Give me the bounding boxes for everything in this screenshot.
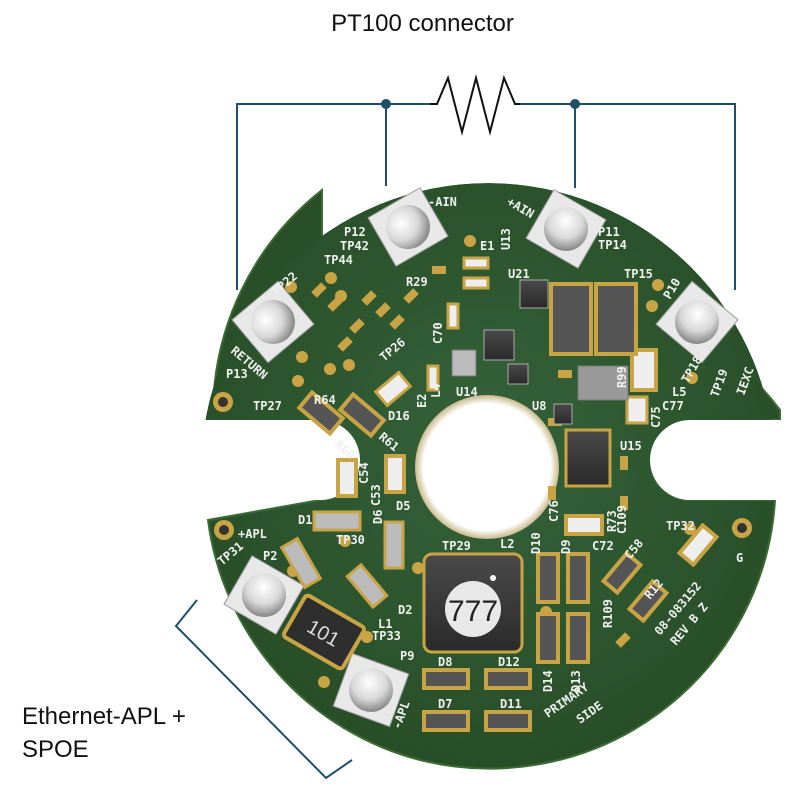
integrated-circuits <box>422 279 638 732</box>
label-d2: D2 <box>398 603 412 617</box>
mounting-holes <box>213 392 752 540</box>
left-notch <box>200 420 360 500</box>
label-c77: C77 <box>662 399 684 413</box>
label-d7: D7 <box>438 697 452 711</box>
label-e1: E1 <box>480 239 494 253</box>
label-l1: L1 <box>378 617 392 631</box>
label-d16: D16 <box>388 409 410 423</box>
label-l5: L5 <box>672 385 686 399</box>
label-u8: U8 <box>532 399 546 413</box>
label-d14: D14 <box>541 670 555 692</box>
label-g: G <box>736 551 743 565</box>
label-r99: R99 <box>615 366 629 388</box>
label-p11: P11 <box>598 225 620 239</box>
label-r64: R64 <box>314 393 336 407</box>
label-c53: C53 <box>369 484 383 506</box>
label-tp27: TP27 <box>253 399 282 413</box>
label-ain-minus: -AIN <box>428 195 457 209</box>
label-d10: D10 <box>529 532 543 554</box>
ethernet-apl-caption-line2: SPOE <box>22 736 89 763</box>
label-c109: C109 <box>615 505 629 534</box>
passive-components <box>279 256 720 648</box>
label-tp32: TP32 <box>666 519 695 533</box>
inductor-marking: 777 <box>448 595 498 628</box>
inductor-l1: 101 <box>282 593 366 671</box>
label-e2: E2 <box>415 394 429 408</box>
label-r29: R29 <box>406 275 428 289</box>
wire-iexc <box>520 103 736 290</box>
ethernet-apl-bracket <box>174 599 353 780</box>
label-u15: U15 <box>620 439 642 453</box>
label-tp14: TP14 <box>598 238 627 252</box>
label-p2: P2 <box>263 549 277 563</box>
pt100-wiring <box>236 74 736 290</box>
label-l2: L2 <box>500 537 514 551</box>
right-notch <box>650 420 797 500</box>
label-tp33: TP33 <box>372 629 401 643</box>
label-r73: R73 <box>605 510 619 532</box>
pt100-connector-caption: PT100 connector <box>331 10 514 37</box>
label-d11: D11 <box>500 697 522 711</box>
label-c76: C76 <box>547 500 561 522</box>
label-u21: U21 <box>508 267 530 281</box>
label-u14: U14 <box>456 385 478 399</box>
screw-terminals <box>223 187 739 728</box>
label-d9: D9 <box>559 540 573 554</box>
pt100-resistor-symbol <box>430 74 520 136</box>
label-c75: C75 <box>649 406 663 428</box>
label-d5: D5 <box>396 499 410 513</box>
ethernet-apl-caption-line1: Ethernet-APL + <box>22 703 186 730</box>
label-tp29: TP29 <box>442 539 471 553</box>
center-hole <box>415 395 559 539</box>
label-tp15: TP15 <box>624 267 653 281</box>
label-d12: D12 <box>498 655 520 669</box>
wire-junction-left <box>381 99 391 109</box>
wire-return <box>236 103 430 290</box>
label-p9: P9 <box>400 649 414 663</box>
label-d6: D6 <box>371 510 385 524</box>
label-c54: C54 <box>357 462 371 484</box>
label-apl-plus: +APL <box>238 527 267 541</box>
label-tp44: TP44 <box>324 253 353 267</box>
label-r109: R109 <box>601 599 615 628</box>
label-tp42: TP42 <box>340 239 369 253</box>
label-p12: P12 <box>344 225 366 239</box>
label-p13: P13 <box>226 367 248 381</box>
label-d8: D8 <box>438 655 452 669</box>
label-u13: U13 <box>499 228 513 250</box>
label-d1: D1 <box>298 513 312 527</box>
label-c72: C72 <box>592 539 614 553</box>
inductor-l2: 777 <box>422 552 524 654</box>
label-d13: D13 <box>569 670 583 692</box>
label-l4: L4 <box>429 384 443 398</box>
label-tp30: TP30 <box>336 533 365 547</box>
label-c70: C70 <box>431 322 445 344</box>
wire-junction-right <box>570 99 580 109</box>
